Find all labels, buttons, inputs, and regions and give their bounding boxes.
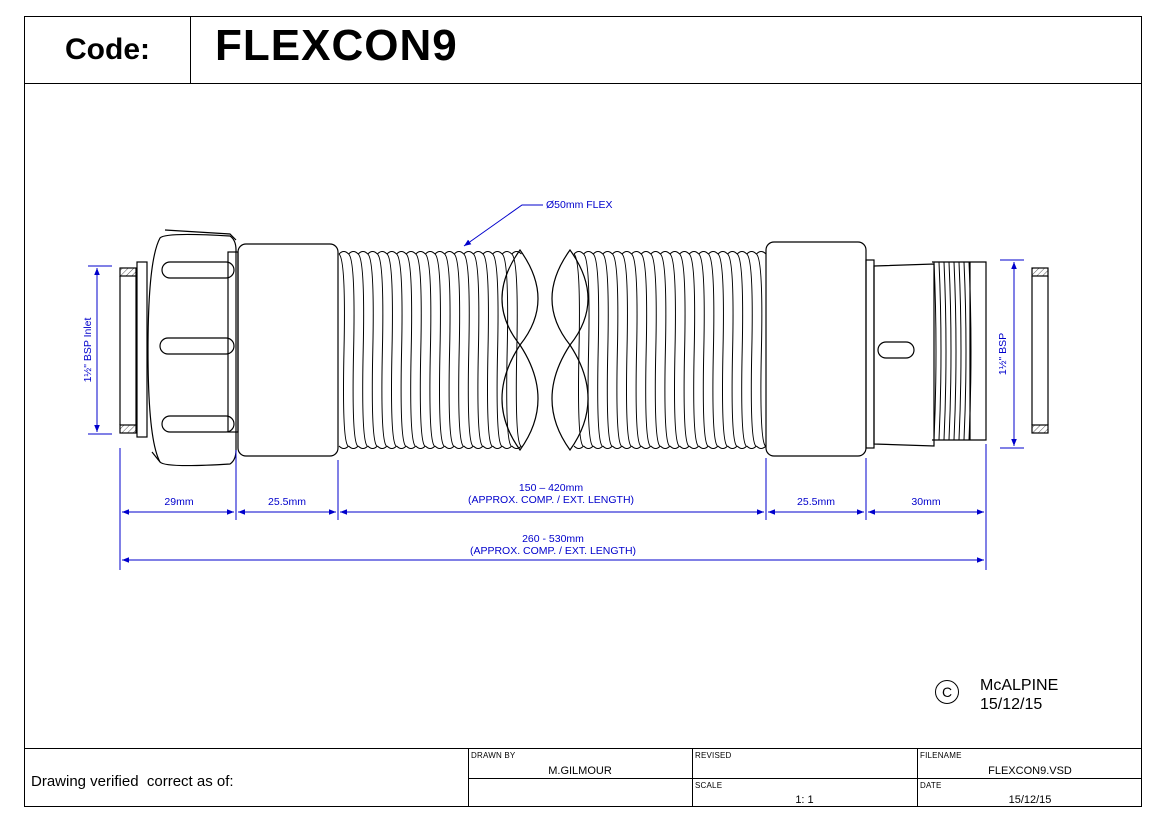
left-sleeve — [237, 243, 339, 457]
outlet-washer — [1031, 267, 1049, 277]
thread-line — [953, 261, 957, 441]
hose-rib — [650, 253, 661, 447]
hose-rib — [669, 253, 680, 447]
hose-rib — [338, 253, 349, 447]
date-value: 15/12/15 — [1008, 794, 1052, 806]
nut-grip-slot — [159, 337, 235, 355]
hose-rib — [348, 253, 359, 447]
hose-rib — [511, 253, 522, 447]
hose-rib — [583, 253, 594, 447]
date-label: DATE — [920, 781, 942, 790]
hose-rib — [472, 253, 483, 447]
drawn-by-value: M.GILMOUR — [548, 765, 612, 777]
hose-rib — [592, 253, 603, 447]
hose-rib — [367, 253, 378, 447]
divider — [468, 778, 1142, 779]
hose-rib — [376, 253, 387, 447]
hose-rib — [463, 253, 474, 447]
nut-grip-slot — [161, 415, 235, 433]
hose-rib — [746, 253, 757, 447]
flex-hose — [338, 251, 767, 449]
outlet-collar — [865, 259, 875, 449]
hose-rib — [640, 253, 651, 447]
thread-line — [968, 261, 972, 441]
hose-rib — [386, 253, 397, 447]
code-label: Code: — [25, 17, 191, 83]
title-block: Drawing verified correct as of: DRAWN BY… — [25, 748, 1142, 807]
dimension-label: 30mm — [911, 496, 940, 508]
hose-rib — [573, 253, 584, 447]
dimension-label: 29mm — [164, 496, 193, 508]
thread-line — [963, 261, 967, 441]
inlet-washer — [119, 424, 137, 434]
thread-line — [948, 261, 952, 441]
copyright-icon: C — [935, 680, 959, 704]
hose-rib — [405, 253, 416, 447]
scale-label: SCALE — [695, 781, 723, 790]
hose-rib — [707, 253, 718, 447]
outlet-washer — [1031, 424, 1049, 434]
dimension-label: 260 - 530mm — [522, 533, 584, 545]
hose-rib — [444, 253, 455, 447]
outlet-thread — [933, 261, 972, 441]
hose-rib — [736, 253, 747, 447]
nut-grip-slot — [161, 261, 235, 279]
right-sleeve — [765, 241, 867, 457]
hose-rib — [434, 253, 445, 447]
hose-rib — [357, 253, 368, 447]
hose-rib — [659, 253, 670, 447]
inlet-collar — [136, 261, 148, 438]
hose-rib — [482, 253, 493, 447]
copyright-date: 15/12/15 — [980, 696, 1043, 713]
title-header: Code: FLEXCON9 — [25, 17, 1141, 84]
hose-rib — [621, 253, 632, 447]
hose-rib — [501, 253, 512, 447]
flex-label: Ø50mm FLEX — [546, 199, 613, 211]
drawn-by-label: DRAWN BY — [471, 751, 516, 760]
hose-rib — [679, 253, 690, 447]
leader-line — [463, 204, 543, 247]
hose-rib — [727, 253, 738, 447]
hose-rib — [755, 253, 766, 447]
hose-rib — [602, 253, 613, 447]
dimension-label: 150 – 420mm — [519, 482, 583, 494]
thread-line — [938, 261, 942, 441]
hose-rib — [415, 253, 426, 447]
inlet-washer — [119, 267, 137, 277]
dimension-label: (APPROX. COMP. / EXT. LENGTH) — [468, 494, 634, 506]
revised-label: REVISED — [695, 751, 732, 760]
outlet-tab — [877, 341, 915, 359]
thread-line — [933, 261, 937, 441]
hose-rib — [453, 253, 464, 447]
dimension-label: 25.5mm — [797, 496, 835, 508]
dimension-label: (APPROX. COMP. / EXT. LENGTH) — [470, 545, 636, 557]
verified-text: Drawing verified correct as of: — [31, 773, 234, 790]
hose-rib — [492, 253, 503, 447]
hose-rib — [688, 253, 699, 447]
inlet-nut — [147, 233, 237, 467]
outlet-size-label: 1½" BSP — [997, 333, 1009, 375]
product-code: FLEXCON9 — [215, 21, 458, 70]
outlet-body — [873, 263, 935, 447]
hose-rib — [631, 253, 642, 447]
thread-line — [958, 261, 962, 441]
scale-value: 1: 1 — [795, 794, 814, 806]
hose-rib — [717, 253, 728, 447]
hose-rib — [698, 253, 709, 447]
copyright-company: McALPINE — [980, 677, 1059, 694]
inlet-size-label: 1½" BSP Inlet — [82, 318, 94, 383]
dimension-label: 25.5mm — [268, 496, 306, 508]
hose-rib — [424, 253, 435, 447]
hose-rib — [611, 253, 622, 447]
filename-label: FILENAME — [920, 751, 962, 760]
filename-value: FLEXCON9.VSD — [988, 765, 1072, 777]
hose-rib — [396, 253, 407, 447]
drawing-sheet: Code: FLEXCON9 C McALPINE 15/12/15 Drawi… — [24, 16, 1142, 807]
thread-line — [943, 261, 947, 441]
